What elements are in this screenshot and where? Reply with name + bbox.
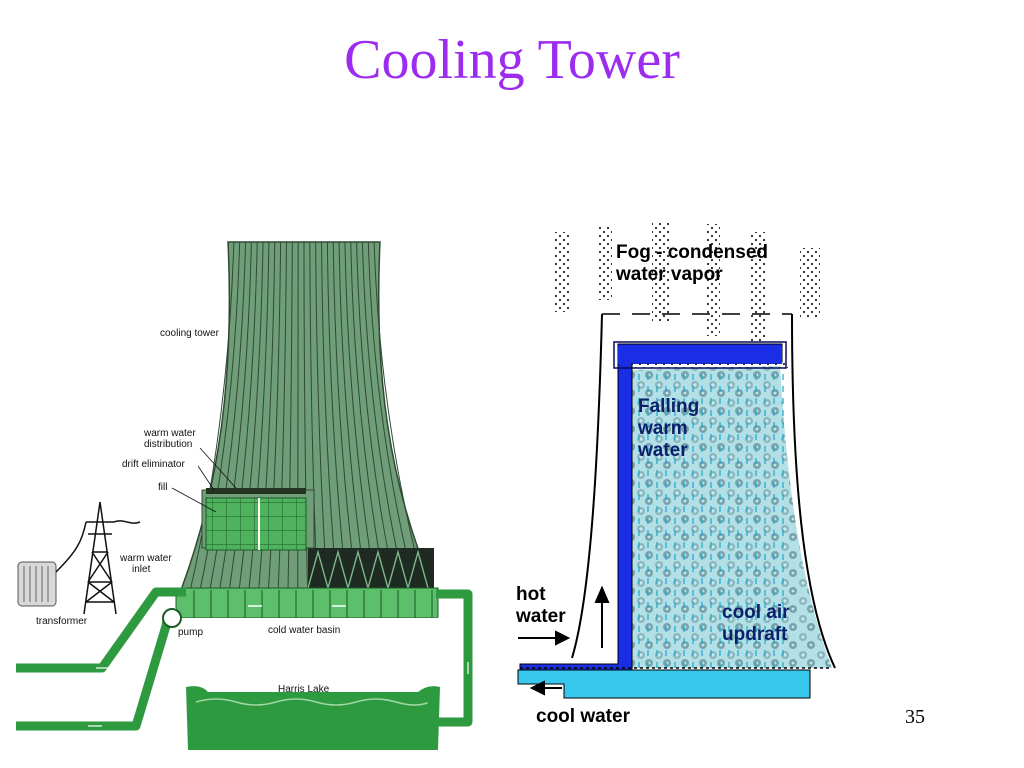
slide-title: Cooling Tower: [344, 29, 680, 91]
label-falling-3: water: [637, 440, 688, 461]
label-hot-water: hot: [516, 584, 546, 605]
cooling-tower-cross-section: Fog - condensed water vapor Falling warm…: [515, 222, 836, 727]
label-cool-air-2: updraft: [722, 624, 788, 645]
label-pump: pump: [178, 627, 203, 638]
label-cooling-tower: cooling tower: [160, 328, 220, 339]
label-warm-water-distribution-2: distribution: [144, 439, 192, 450]
label-cold-water-basin: cold water basin: [268, 625, 340, 636]
label-transformer: transformer: [36, 616, 88, 627]
label-hot-water-2: water: [515, 606, 566, 627]
page-number: 35: [905, 706, 925, 728]
label-warm-water-distribution: warm water: [143, 428, 196, 439]
label-warm-water-inlet-2: inlet: [132, 564, 151, 575]
cool-water-basin: [517, 669, 811, 699]
cooling-tower-illustration: cooling tower warm water distribution dr…: [16, 241, 486, 750]
label-harris-lake: Harris Lake: [278, 684, 330, 695]
label-falling-2: warm: [637, 418, 688, 439]
label-fog: Fog - condensed: [616, 242, 768, 263]
label-warm-water-inlet: warm water: [119, 553, 172, 564]
label-drift-eliminator: drift eliminator: [122, 459, 185, 470]
fog-plume: [554, 222, 820, 342]
label-fill: fill: [158, 482, 167, 493]
label-falling: Falling: [638, 396, 699, 417]
label-fog-2: water vapor: [615, 264, 723, 285]
label-cool-water: cool water: [536, 706, 631, 727]
label-cool-air: cool air: [722, 602, 790, 623]
